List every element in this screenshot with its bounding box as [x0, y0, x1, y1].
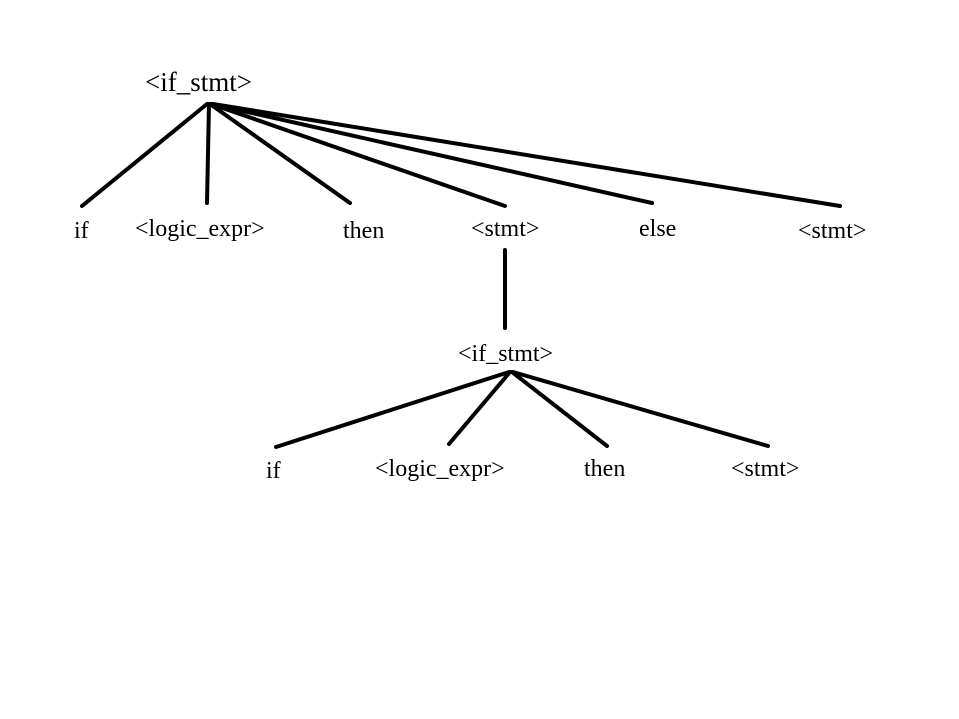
nested-child-stmt-label: <stmt>: [731, 456, 799, 482]
root-child-stmt-label: <stmt>: [471, 216, 539, 242]
root-child-logic-expr-label: <logic_expr>: [135, 216, 265, 242]
edge-root-to-then: [208, 102, 352, 205]
nested-if-stmt-label: <if_stmt>: [458, 341, 553, 367]
root-if-stmt-label: <if_stmt>: [145, 67, 252, 97]
edge-root-to-else: [210, 102, 654, 205]
root-child-if-label: if: [74, 218, 89, 244]
edge-root-to-stmt: [209, 102, 507, 208]
edge-nested-to-if: [274, 370, 511, 449]
root-child-else-label: else: [639, 216, 676, 242]
edge-root-to-logic-expr: [205, 102, 211, 205]
root-child-stmt-2-label: <stmt>: [798, 218, 866, 244]
edge-nested-to-logic-expr: [447, 370, 512, 446]
root-edges: [80, 102, 842, 208]
nested-child-logic-expr-label: <logic_expr>: [375, 456, 505, 482]
root-child-then-label: then: [343, 218, 384, 244]
nested-child-if-label: if: [266, 458, 281, 484]
edge-root-to-stmt-2: [211, 102, 842, 208]
nested-edges: [274, 370, 770, 449]
edge-root-to-if: [80, 102, 209, 208]
edge-nested-to-then: [510, 370, 609, 448]
edge-nested-to-stmt: [511, 370, 770, 448]
nested-child-then-label: then: [584, 456, 625, 482]
